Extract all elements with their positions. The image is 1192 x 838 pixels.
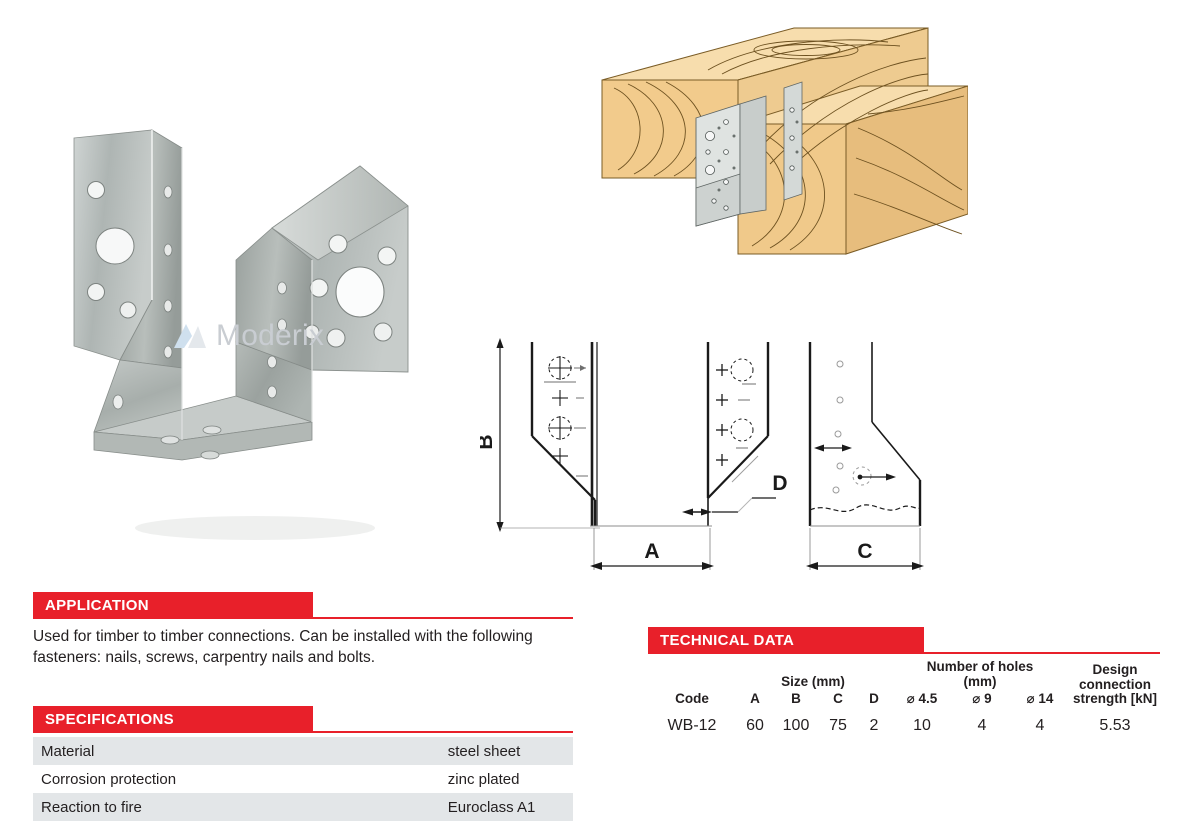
technical-drawing: B A D C <box>480 338 924 570</box>
application-body-text: Used for timber to timber connections. C… <box>33 628 533 666</box>
table-row: Corrosion protection zinc plated <box>33 765 573 793</box>
cell-c: 75 <box>829 716 847 734</box>
application-header-bar: APPLICATION <box>33 592 313 619</box>
cell-a: 60 <box>746 716 764 734</box>
right-web <box>235 227 313 371</box>
group-header-holes: Number of holes (mm) <box>890 659 1070 692</box>
table-row: WB-12 60 100 75 2 10 4 4 5.53 <box>648 710 1160 736</box>
technical-data-rule <box>648 652 1160 654</box>
right-flange <box>271 165 409 373</box>
spec-value: zinc plated <box>447 770 520 788</box>
dimension-label-b: B <box>480 434 497 449</box>
cell-d: 2 <box>869 716 879 734</box>
application-heading: APPLICATION <box>45 597 149 614</box>
cell-b: 100 <box>782 716 810 734</box>
group-header-row: Size (mm) Number of holes (mm) Design co… <box>648 659 1160 705</box>
cell-holes-9: 4 <box>977 716 987 734</box>
table-row: Reaction to fire Euroclass A1 <box>33 793 573 821</box>
technical-data-header-bar: TECHNICAL DATA <box>648 627 924 654</box>
column-header-row: Code A B C D ⌀ 4.5 ⌀ 9 ⌀ 14 <box>648 691 1160 710</box>
installation-illustration <box>601 27 968 255</box>
group-header-strength: Design connection strength [kN] <box>1070 660 1160 710</box>
col-header-d: D <box>869 691 879 706</box>
dimension-label-a: A <box>644 540 659 563</box>
technical-data-heading: TECHNICAL DATA <box>660 632 795 649</box>
group-header-holes-line2: (mm) <box>963 673 997 689</box>
front-view-right-wing <box>706 342 770 526</box>
cell-holes-45: 10 <box>913 716 931 734</box>
specifications-rule <box>33 731 573 733</box>
cell-strength: 5.53 <box>1099 716 1131 734</box>
strength-line3: strength [kN] <box>1073 691 1157 706</box>
spec-label: Reaction to fire <box>33 793 192 821</box>
specifications-section: SPECIFICATIONS Material steel sheet Corr… <box>33 706 573 821</box>
dimension-label-c: C <box>857 540 872 563</box>
cell-holes-14: 4 <box>1035 716 1045 734</box>
strength-line1: Design <box>1092 662 1138 677</box>
technical-data-table: Size (mm) Number of holes (mm) Design co… <box>648 659 1160 736</box>
col-header-holes-45: ⌀ 4.5 <box>906 691 938 706</box>
hanger-in-place <box>695 81 803 227</box>
product-photo <box>73 129 409 540</box>
left-flange <box>73 129 153 361</box>
front-view-left-wing <box>530 342 598 526</box>
application-section: APPLICATION Used for timber to timber co… <box>33 592 573 666</box>
dimension-a <box>590 528 714 570</box>
col-header-holes-14: ⌀ 14 <box>1026 691 1054 706</box>
col-header-code: Code <box>675 691 709 706</box>
spec-label: Corrosion protection <box>41 770 177 788</box>
spec-label: Material <box>33 737 192 765</box>
col-header-holes-9: ⌀ 9 <box>972 691 992 706</box>
technical-data-section: TECHNICAL DATA Size (mm) Number of holes… <box>648 627 1160 734</box>
spec-value: Euroclass A1 <box>191 793 573 821</box>
cell-code: WB-12 <box>667 716 717 734</box>
col-header-a: A <box>750 691 760 706</box>
group-header-size: Size (mm) <box>781 673 845 689</box>
specifications-heading: SPECIFICATIONS <box>45 711 174 728</box>
spec-value: steel sheet <box>191 737 573 765</box>
saddle-base <box>93 395 313 461</box>
side-view <box>808 342 922 527</box>
col-header-b: B <box>791 691 801 706</box>
dimension-c <box>806 528 924 570</box>
col-header-c: C <box>833 691 843 706</box>
strength-line2: connection <box>1078 676 1151 692</box>
specifications-header-bar: SPECIFICATIONS <box>33 706 313 733</box>
table-row: Material steel sheet <box>33 737 573 765</box>
group-header-holes-line1: Number of holes <box>926 659 1034 674</box>
dimension-label-d: D <box>772 472 787 495</box>
dimension-b <box>496 338 600 532</box>
specifications-table: Material steel sheet Corrosion protectio… <box>33 737 573 821</box>
dimension-d <box>682 455 776 516</box>
application-rule <box>33 617 573 619</box>
